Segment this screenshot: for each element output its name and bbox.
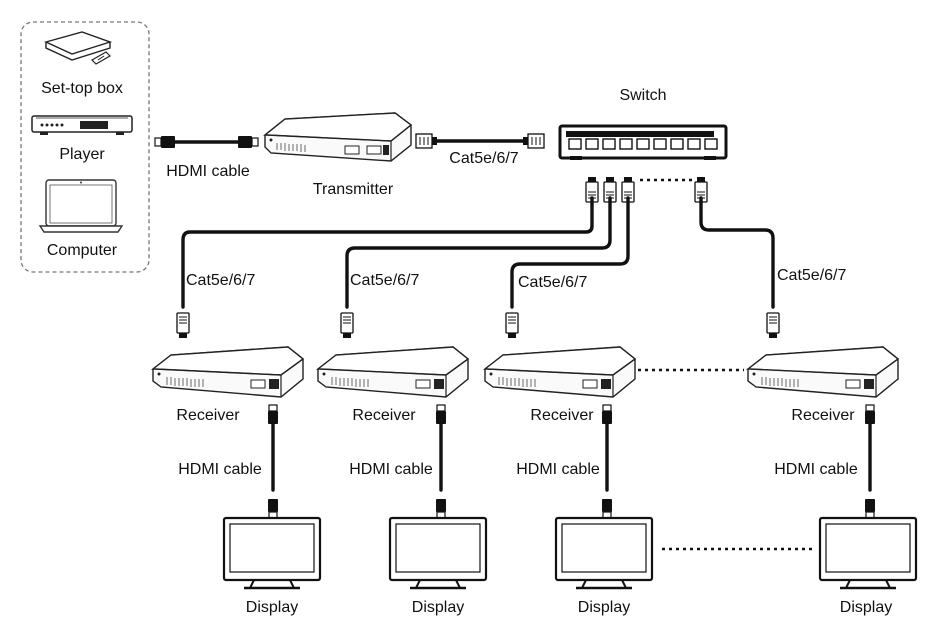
network-switch-icon xyxy=(558,124,728,160)
switch-label: Switch xyxy=(619,87,666,104)
display-icon-3 xyxy=(554,516,654,590)
receiver-device-3 xyxy=(484,346,636,398)
receiver-rj45-plugs xyxy=(176,312,780,339)
hdmi-cable-label-2: HDMI cable xyxy=(349,461,433,478)
receiver-label-1: Receiver xyxy=(176,407,240,424)
computer-icon xyxy=(38,179,124,233)
sources-group-frame xyxy=(20,21,150,273)
display-icon-4 xyxy=(818,516,918,590)
switch-downlink-connectors xyxy=(585,176,708,203)
display-label-1: Display xyxy=(246,599,298,616)
transmitter-device xyxy=(263,112,413,162)
receiver-device-2 xyxy=(317,346,469,398)
receiver-device-1 xyxy=(152,346,304,398)
hdmi-cable-label-3: HDMI cable xyxy=(516,461,600,478)
transmitter-label: Transmitter xyxy=(313,181,394,198)
receiver-label-4: Receiver xyxy=(791,407,855,424)
player-icon xyxy=(31,115,133,135)
cat-cables-to-receivers xyxy=(181,196,775,309)
set-top-box-icon xyxy=(43,31,113,65)
cat-cable-transmitter-switch xyxy=(415,133,545,149)
set-top-box-label: Set-top box xyxy=(41,80,123,97)
cat-cable-label-main: Cat5e/6/7 xyxy=(449,150,518,167)
hdmi-cables-to-displays xyxy=(267,404,876,519)
cat-cable-label-3: Cat5e/6/7 xyxy=(518,274,587,291)
receiver-label-2: Receiver xyxy=(352,407,416,424)
computer-label: Computer xyxy=(47,242,118,259)
cat-cable-label-1: Cat5e/6/7 xyxy=(186,272,255,289)
hdmi-cable-label-1: HDMI cable xyxy=(178,461,262,478)
display-label-2: Display xyxy=(412,599,464,616)
cat-cable-label-2: Cat5e/6/7 xyxy=(350,272,419,289)
display-icon-1 xyxy=(222,516,322,590)
player-label: Player xyxy=(59,146,105,163)
hdmi-cable-label-4: HDMI cable xyxy=(774,461,858,478)
receiver-device-4 xyxy=(747,346,899,398)
receiver-label-3: Receiver xyxy=(530,407,594,424)
display-label-3: Display xyxy=(578,599,630,616)
hdmi-cable-label-source: HDMI cable xyxy=(166,163,250,180)
display-icon-2 xyxy=(388,516,488,590)
hdmi-cable-source xyxy=(154,136,259,148)
display-label-4: Display xyxy=(840,599,892,616)
cat-cable-label-4: Cat5e/6/7 xyxy=(777,267,846,284)
